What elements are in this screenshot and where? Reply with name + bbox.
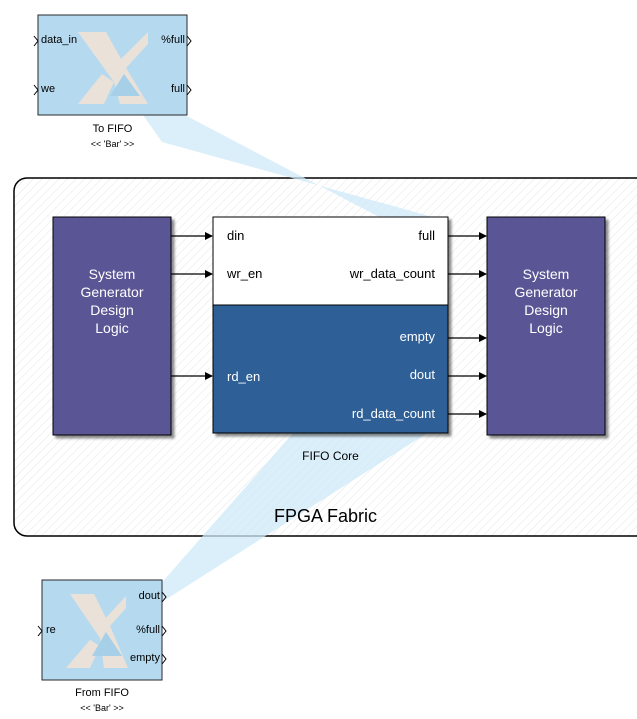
beam-from-fifo (96, 425, 440, 644)
fifo-read-section (212, 304, 449, 434)
to-fifo-port-data-in: data_in (41, 34, 78, 46)
from-fifo-port-re: re (46, 624, 56, 636)
port-in-chevron (37, 625, 43, 637)
to-fifo-caption: To FIFO (92, 123, 133, 135)
fifo-port-rd-en: rd_en (227, 369, 261, 384)
fpga-fabric-label: FPGA Fabric (273, 506, 378, 526)
left-logic-line: Design (90, 302, 134, 318)
from-fifo-block[interactable] (37, 579, 167, 681)
port-out-chevron (161, 625, 167, 637)
to-fifo-port-we: we (41, 83, 56, 95)
fifo-port-wr-data-count: wr_data_count (349, 266, 435, 281)
port-in-chevron (33, 35, 39, 47)
fifo-port-full: full (418, 228, 435, 243)
from-fifo-port-pct-full: %full (136, 624, 160, 636)
left-logic-line: System (88, 266, 136, 282)
xilinx-logo-icon (66, 594, 128, 668)
fifo-core-caption: FIFO Core (302, 449, 359, 463)
port-out-chevron (186, 84, 192, 96)
left-logic-label: System Generator Design Logic (53, 265, 171, 337)
fifo-port-dout: dout (409, 367, 435, 382)
fifo-port-empty: empty (399, 329, 435, 344)
to-fifo-block[interactable] (33, 14, 192, 116)
from-fifo-caption: From FIFO (75, 687, 129, 699)
fifo-core-block (212, 216, 449, 434)
right-logic-line: Logic (529, 320, 563, 336)
from-fifo-port-dout: dout (138, 590, 160, 602)
port-out-chevron (186, 35, 192, 47)
left-logic-line: Logic (95, 320, 129, 336)
right-logic-block (486, 216, 606, 436)
port-in-chevron (33, 84, 39, 96)
to-fifo-subcaption: << 'Bar' >> (90, 139, 135, 149)
right-logic-line: Design (524, 302, 568, 318)
xilinx-logo-icon (78, 32, 148, 104)
right-logic-line: Generator (514, 284, 578, 300)
fifo-port-din: din (227, 228, 245, 243)
fifo-port-wr-en: wr_en (227, 266, 263, 281)
fifo-port-rd-data-count: rd_data_count (351, 406, 435, 421)
fifo-write-section (212, 216, 449, 306)
right-logic-label: System Generator Design Logic (487, 265, 605, 337)
from-fifo-port-empty: empty (130, 652, 160, 664)
right-logic-line: System (522, 266, 570, 282)
left-logic-block (52, 216, 172, 436)
left-logic-line: Generator (80, 284, 144, 300)
port-out-chevron (161, 591, 167, 603)
from-fifo-subcaption: << 'Bar' >> (80, 703, 124, 713)
to-fifo-port-pct-full: %full (161, 34, 185, 46)
port-out-chevron (161, 653, 167, 665)
to-fifo-port-full: full (170, 83, 185, 95)
